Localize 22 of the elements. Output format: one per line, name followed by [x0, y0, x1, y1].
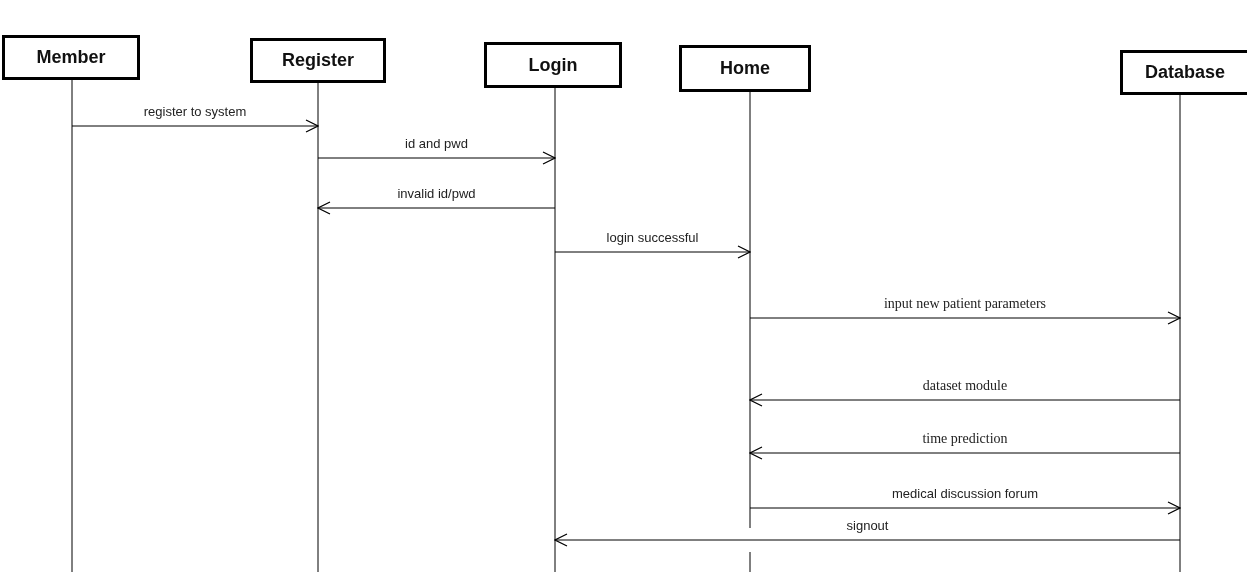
- participant-name: Member: [36, 47, 106, 68]
- message-label: id and pwd: [403, 136, 470, 151]
- message-label: signout: [844, 518, 891, 533]
- message-label: medical discussion forum: [890, 486, 1040, 501]
- message-arrow: [749, 501, 1181, 515]
- message-label: register to system: [141, 104, 249, 119]
- message-arrow: [749, 446, 1181, 460]
- message-arrow: [317, 201, 556, 215]
- participant-name: Database: [1144, 62, 1225, 83]
- message-arrow: [749, 393, 1181, 407]
- participant-name: Register: [282, 50, 354, 71]
- message-arrow: [554, 533, 1181, 547]
- message-arrow: [71, 119, 319, 133]
- message-arrow: [554, 245, 751, 259]
- participant-name: Home: [720, 58, 770, 79]
- message-arrow: [749, 311, 1181, 325]
- message-label: invalid id/pwd: [395, 186, 478, 201]
- message-arrow: [317, 151, 556, 165]
- participant-name: Login: [528, 54, 578, 76]
- message-label: time prediction: [920, 431, 1010, 447]
- message-label: input new patient parameters: [881, 296, 1049, 312]
- message-label: login successful: [604, 230, 701, 245]
